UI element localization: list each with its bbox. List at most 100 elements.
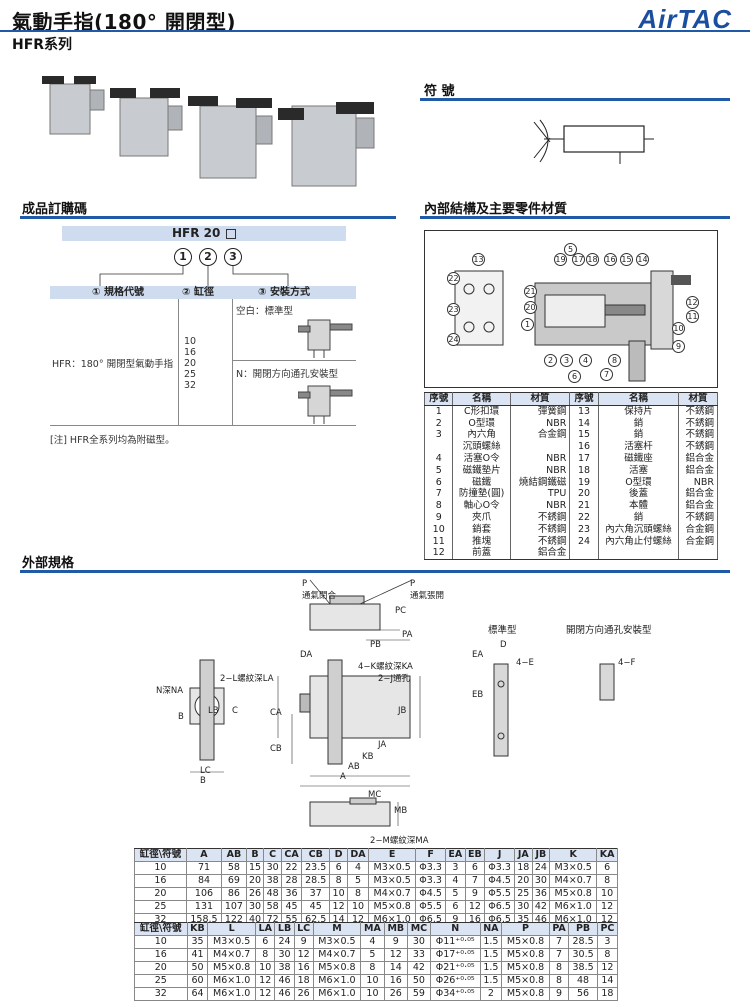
dims1-col: JA (514, 848, 533, 862)
dims1-col: CB (301, 848, 331, 862)
parts-cell: 夾爪 (452, 511, 511, 524)
section-symbol-rule (420, 98, 730, 101)
dim-label-eb: EB (472, 690, 484, 700)
dim-label-l: 2−L螺紋深LA (220, 674, 274, 684)
dims1-cell: 106 (185, 887, 223, 901)
dims2-col: NA (479, 922, 503, 936)
dims1-cell: 8 (329, 874, 348, 888)
dims2-cell: 56 (568, 987, 598, 1001)
order-circle-1: 1 (174, 248, 192, 266)
parts-cell: O型環 (452, 417, 511, 430)
parts-cell: 22 (569, 511, 599, 524)
structure-callout: 11 (686, 310, 699, 323)
dims1-cell: 26 (245, 887, 265, 901)
order-col-mount: ③ 安裝方式 (258, 287, 310, 298)
parts-cell (597, 547, 680, 561)
structure-callout: 2 (544, 354, 557, 367)
parts-cell: 合金鋼 (678, 535, 718, 548)
dims1-cell: 38 (263, 874, 282, 888)
dims1-cell: M6×1.0 (549, 900, 598, 914)
parts-cell: 鋁合金 (678, 452, 718, 465)
dim-label-kb: KB (362, 752, 374, 762)
dims2-cell: M5×0.8 (501, 987, 550, 1001)
product-photos (42, 76, 375, 187)
dims2-col: PA (548, 922, 570, 936)
dims2-cell: 18 (596, 987, 619, 1001)
dims2-cell: 48 (568, 974, 598, 988)
dims2-cell: 4 (360, 935, 385, 949)
dims2-cell: 14 (596, 974, 619, 988)
structure-callout: 16 (604, 253, 617, 266)
dims1-cell: 6 (329, 861, 348, 875)
section-symbol-title: 符 號 (424, 84, 455, 99)
parts-cell: C形扣環 (452, 405, 511, 418)
parts-cell: 後蓋 (597, 488, 680, 501)
structure-callout: 10 (672, 322, 685, 335)
parts-cell: 12 (423, 547, 454, 561)
dims2-cell: 8 (548, 974, 570, 988)
parts-cell: 活塞O令 (452, 452, 511, 465)
dims2-cell: 12 (293, 948, 314, 962)
dims2-cell: 25 (134, 974, 188, 988)
dims2-cell: M5×0.8 (501, 948, 550, 962)
dimension-drawings (189, 579, 615, 827)
dim-label-c: C (232, 706, 238, 716)
dims2-cell: M5×0.8 (207, 961, 257, 975)
structure-callout: 14 (636, 253, 649, 266)
dims1-cell: 9 (464, 887, 486, 901)
order-bore-list: 10 16 20 25 32 (184, 336, 196, 391)
structure-callout: 15 (620, 253, 633, 266)
dims2-cell: 12 (255, 987, 276, 1001)
dims2-cell: 7 (548, 935, 570, 949)
dims2-cell: M3×0.5 (312, 935, 362, 949)
dims2-cell: 8 (360, 961, 385, 975)
dims1-cell: 36 (531, 887, 551, 901)
parts-cell: 13 (569, 405, 599, 418)
parts-cell: 15 (569, 429, 599, 442)
mount-through-drawing (298, 385, 353, 424)
parts-cell: 內六角 (452, 429, 511, 442)
dims2-cell: 16 (293, 961, 314, 975)
dims1-cell: 10 (596, 887, 618, 901)
parts-cell (569, 547, 599, 561)
dims2-cell: 60 (186, 974, 209, 988)
dims2-col: PC (596, 922, 619, 936)
dims1-cell: M3×0.5 (549, 861, 598, 875)
dims1-cell: 69 (221, 874, 247, 888)
dims2-cell: 24 (274, 935, 295, 949)
dims1-cell: Φ4.5 (484, 874, 516, 888)
dims2-cell: 9 (548, 987, 570, 1001)
structure-drawing (454, 270, 691, 382)
dims1-cell: 18 (514, 861, 533, 875)
dims2-cell: 42 (406, 961, 431, 975)
dims2-cell: 33 (406, 948, 431, 962)
dims2-cell: 8 (548, 961, 570, 975)
parts-cell: 活塞 (597, 464, 680, 477)
parts-cell: 推塊 (452, 535, 511, 548)
dims1-cell: Φ5.5 (484, 887, 516, 901)
dims1-col: KA (596, 848, 618, 862)
dims2-cell: 30 (406, 935, 431, 949)
dims1-cell: 28 (280, 874, 303, 888)
dims1-cell: 30 (514, 900, 533, 914)
dim-label-pb: PB (370, 640, 381, 650)
order-note: [注] HFR全系列均為附磁型。 (50, 435, 175, 446)
dims2-cell: 1.5 (479, 961, 503, 975)
dims2-cell: 35 (186, 935, 209, 949)
dims1-cell: 71 (185, 861, 223, 875)
order-code-box (226, 229, 236, 239)
parts-cell: 鋁合金 (509, 547, 571, 561)
dims2-cell: 30 (274, 948, 295, 962)
dim-label-jb: JB (398, 706, 407, 716)
parts-cell: 9 (423, 511, 454, 524)
header-rule (0, 30, 750, 32)
dims1-cell: 30 (531, 874, 551, 888)
dims2-cell: 20 (134, 961, 188, 975)
